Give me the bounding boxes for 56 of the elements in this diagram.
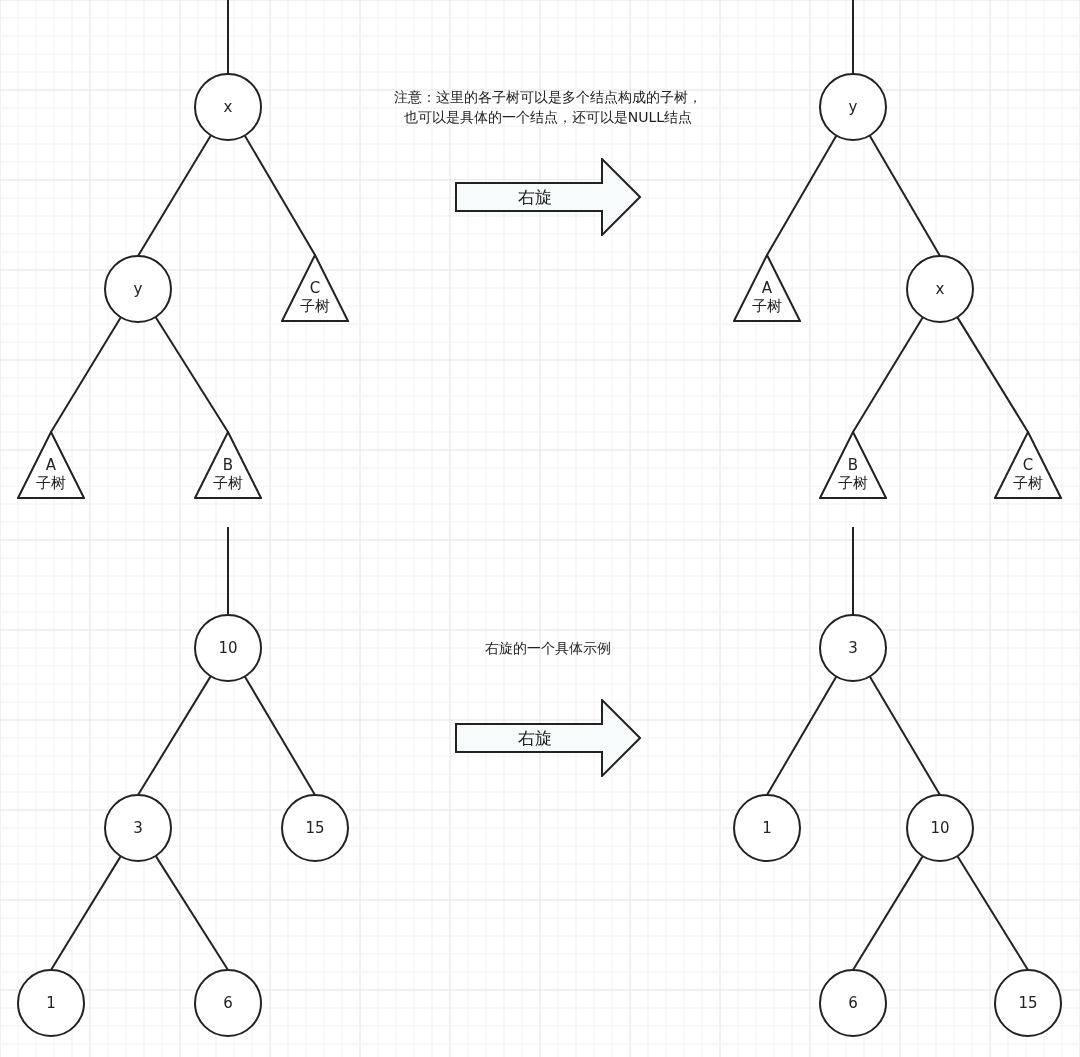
tree-edge [227,0,229,75]
tree-node: y [819,73,887,141]
subtree-triangle [994,431,1062,499]
subtree-triangle [281,254,349,322]
note-text: 右旋的一个具体示例 [484,639,612,658]
tree-edge [50,855,122,971]
tree-node: y [104,255,172,323]
tree-edge [956,316,1029,433]
tree-edge [852,316,924,433]
tree-node: 6 [819,969,887,1037]
block-arrow: 右旋 [455,699,641,777]
subtree-triangle [733,254,801,322]
tree-edge [154,854,229,971]
tree-edge [868,675,941,796]
tree-edge [956,855,1029,971]
tree-edge [243,134,316,256]
tree-edge [137,675,212,796]
subtree-letter: A [45,456,57,474]
tree-edge [852,0,854,75]
tree-node: 6 [194,969,262,1037]
subtree-caption: 子树 [1013,474,1043,492]
tree-edge [243,675,316,796]
subtree-caption: 子树 [300,297,330,315]
subtree-letter: B [222,456,234,474]
subtree-caption: 子树 [838,474,868,492]
tree-node: 15 [281,794,349,862]
tree-node: 1 [17,969,85,1037]
tree-edge [154,315,229,433]
tree-node: 10 [906,794,974,862]
subtree-caption: 子树 [752,297,782,315]
tree-node: 1 [733,794,801,862]
tree-edge [868,134,941,257]
tree-node: 15 [994,969,1062,1037]
tree-edge [766,134,838,256]
tree-node: x [906,255,974,323]
tree-edge [852,855,924,971]
tree-edge [766,675,838,796]
subtree-triangle [17,431,85,499]
tree-node: 10 [194,614,262,682]
subtree-triangle [819,431,887,499]
tree-edge [227,526,229,616]
tree-edge [852,526,854,616]
tree-edge [50,316,122,433]
subtree-caption: 子树 [213,474,243,492]
subtree-letter: B [847,456,859,474]
subtree-letter: C [309,279,321,297]
subtree-triangle [194,431,262,499]
subtree-letter: C [1022,456,1034,474]
subtree-caption: 子树 [36,474,66,492]
note-text: 注意：这里的各子树可以是多个结点构成的子树，也可以是具体的一个结点，还可以是NULL结点 [393,88,703,127]
tree-node: 3 [819,614,887,682]
block-arrow: 右旋 [455,158,641,236]
tree-node: 3 [104,794,172,862]
tree-edge [137,134,212,257]
tree-node: x [194,73,262,141]
subtree-letter: A [761,279,773,297]
